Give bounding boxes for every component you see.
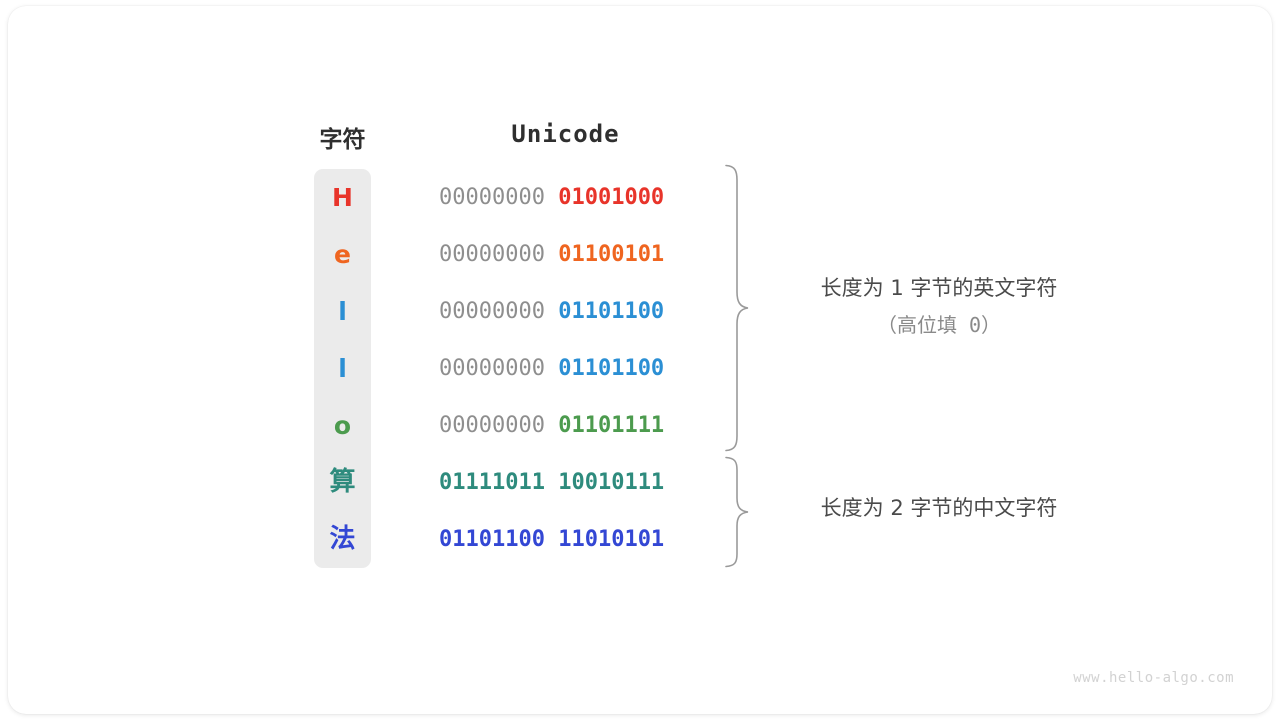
row-character: e	[334, 240, 351, 269]
row-unicode-bits: 00000000 01101111	[439, 397, 692, 454]
annotation-chinese-line1: 长度为 2 字节的中文字符	[820, 496, 1058, 520]
high-byte: 01111011	[439, 470, 545, 495]
watermark: www.hello-algo.com	[1073, 670, 1234, 686]
low-byte: 01100101	[558, 242, 665, 267]
annotation-english-bytes: 长度为 1 字节的英文字符 （高位填 0）	[778, 270, 1100, 344]
high-byte: 01101100	[439, 527, 545, 552]
low-byte: 01001000	[558, 185, 665, 210]
column-header-character: 字符	[319, 126, 366, 152]
row-unicode-bits: 00000000 01100101	[439, 226, 692, 283]
row-character: o	[333, 411, 352, 440]
high-byte: 00000000	[439, 413, 545, 438]
brace-english-group	[724, 164, 750, 457]
row-character: l	[338, 297, 347, 326]
brace-chinese-group	[724, 456, 750, 573]
figure-card: 字符 Unicode H 00000000 01001000 e 00000000 0…	[8, 6, 1272, 714]
row-unicode-bits: 01101100 11010101	[439, 511, 692, 568]
high-byte: 00000000	[439, 185, 545, 210]
low-byte: 01101111	[558, 413, 665, 438]
column-header-unicode: Unicode	[511, 120, 620, 148]
row-character: 算	[329, 467, 356, 497]
row-unicode-bits: 00000000 01101100	[439, 340, 692, 397]
annotation-english-line1: 长度为 1 字节的英文字符	[820, 276, 1058, 300]
low-byte: 10010111	[558, 470, 665, 495]
annotation-chinese-bytes: 长度为 2 字节的中文字符	[778, 491, 1100, 525]
row-character: l	[338, 354, 347, 383]
low-byte: 01101100	[558, 356, 665, 381]
row-unicode-bits: 01111011 10010111	[439, 454, 692, 511]
low-byte: 01101100	[558, 299, 665, 324]
high-byte: 00000000	[439, 356, 545, 381]
annotation-english-line2: （高位填 0）	[876, 313, 1002, 337]
row-unicode-bits: 00000000 01101100	[439, 283, 692, 340]
row-character: H	[332, 183, 353, 212]
character-column-background	[314, 169, 371, 568]
low-byte: 11010101	[558, 527, 665, 552]
row-character: 法	[329, 524, 356, 554]
high-byte: 00000000	[439, 299, 545, 324]
high-byte: 00000000	[439, 242, 545, 267]
row-unicode-bits: 00000000 01001000	[439, 169, 692, 226]
